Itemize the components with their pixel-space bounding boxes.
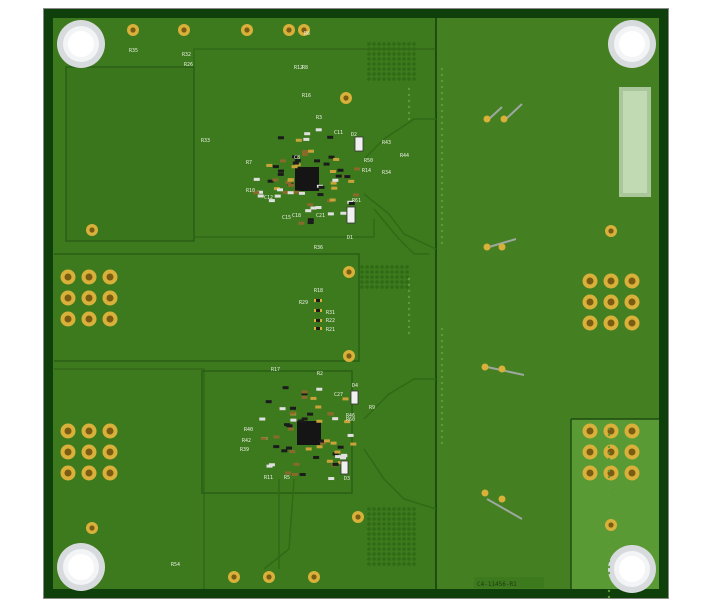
silk-label: R40	[244, 427, 253, 433]
silk-label: R2	[317, 371, 323, 377]
silk-label: C12	[264, 195, 273, 201]
silk-label: C8	[294, 155, 300, 161]
silk-label: R46	[346, 413, 355, 419]
silk-label: R22	[326, 318, 335, 324]
silk-label: R10	[246, 188, 255, 194]
silk-label: R26	[184, 62, 193, 68]
silk-label: R17	[271, 367, 280, 373]
silk-label: R16	[302, 93, 311, 99]
silk-label: R3	[316, 115, 322, 121]
silk-label: C18	[292, 213, 301, 219]
silk-label: R44	[400, 153, 409, 159]
header-pin-icon	[60, 423, 118, 481]
silk-label: R31	[326, 310, 335, 316]
lower-chip-cluster	[259, 386, 357, 481]
silk-label: R61	[352, 198, 361, 204]
silk-label: R12	[294, 65, 303, 71]
mounting-hole-icon	[608, 20, 656, 68]
silk-label: R42	[242, 438, 251, 444]
silk-label: R21	[326, 327, 335, 333]
silk-label: C15	[282, 215, 291, 221]
silk-label: R35	[129, 48, 138, 54]
header-pin-icon	[582, 273, 640, 331]
silk-label: R18	[314, 288, 323, 294]
silk-label: C11	[334, 130, 343, 136]
bga-icon	[367, 42, 416, 81]
bga-icon	[360, 265, 409, 289]
silk-label: R43	[382, 140, 391, 146]
bga-icon	[367, 507, 416, 566]
qfn-chip-icon	[295, 167, 319, 191]
silk-label: R5	[284, 475, 290, 481]
silk-label: C27	[334, 392, 343, 398]
mounting-hole-icon	[57, 20, 105, 68]
silk-label: D4	[352, 383, 358, 389]
silk-label: C21	[316, 213, 325, 219]
silk-label: R54	[171, 562, 180, 568]
silk-label: D3	[344, 476, 350, 482]
qfn-chip-icon	[297, 421, 321, 445]
board-part-number: C4-11456-R1	[477, 581, 517, 588]
silk-label: R34	[382, 170, 391, 176]
header-pin-icon	[60, 269, 118, 327]
silk-label: R11	[264, 475, 273, 481]
upper-chip-cluster	[253, 128, 361, 225]
silk-label: R60	[346, 417, 355, 423]
silk-label: R29	[299, 300, 308, 306]
silk-label: R7	[246, 160, 252, 166]
silk-label: R36	[314, 245, 323, 251]
silk-label: R33	[201, 138, 210, 144]
mounting-hole-icon	[57, 543, 105, 591]
silk-label: D1	[347, 235, 353, 241]
silk-label: R8	[302, 65, 308, 71]
silk-label: R6	[304, 31, 310, 37]
silk-label: R32	[182, 52, 191, 58]
silk-label: R14	[362, 168, 371, 174]
silk-label: R39	[240, 447, 249, 453]
silk-label: R9	[369, 405, 375, 411]
silk-label: D2	[351, 132, 357, 138]
mounting-hole-icon	[608, 545, 656, 593]
header-pin-icon	[582, 423, 640, 481]
silk-label: R50	[364, 158, 373, 164]
